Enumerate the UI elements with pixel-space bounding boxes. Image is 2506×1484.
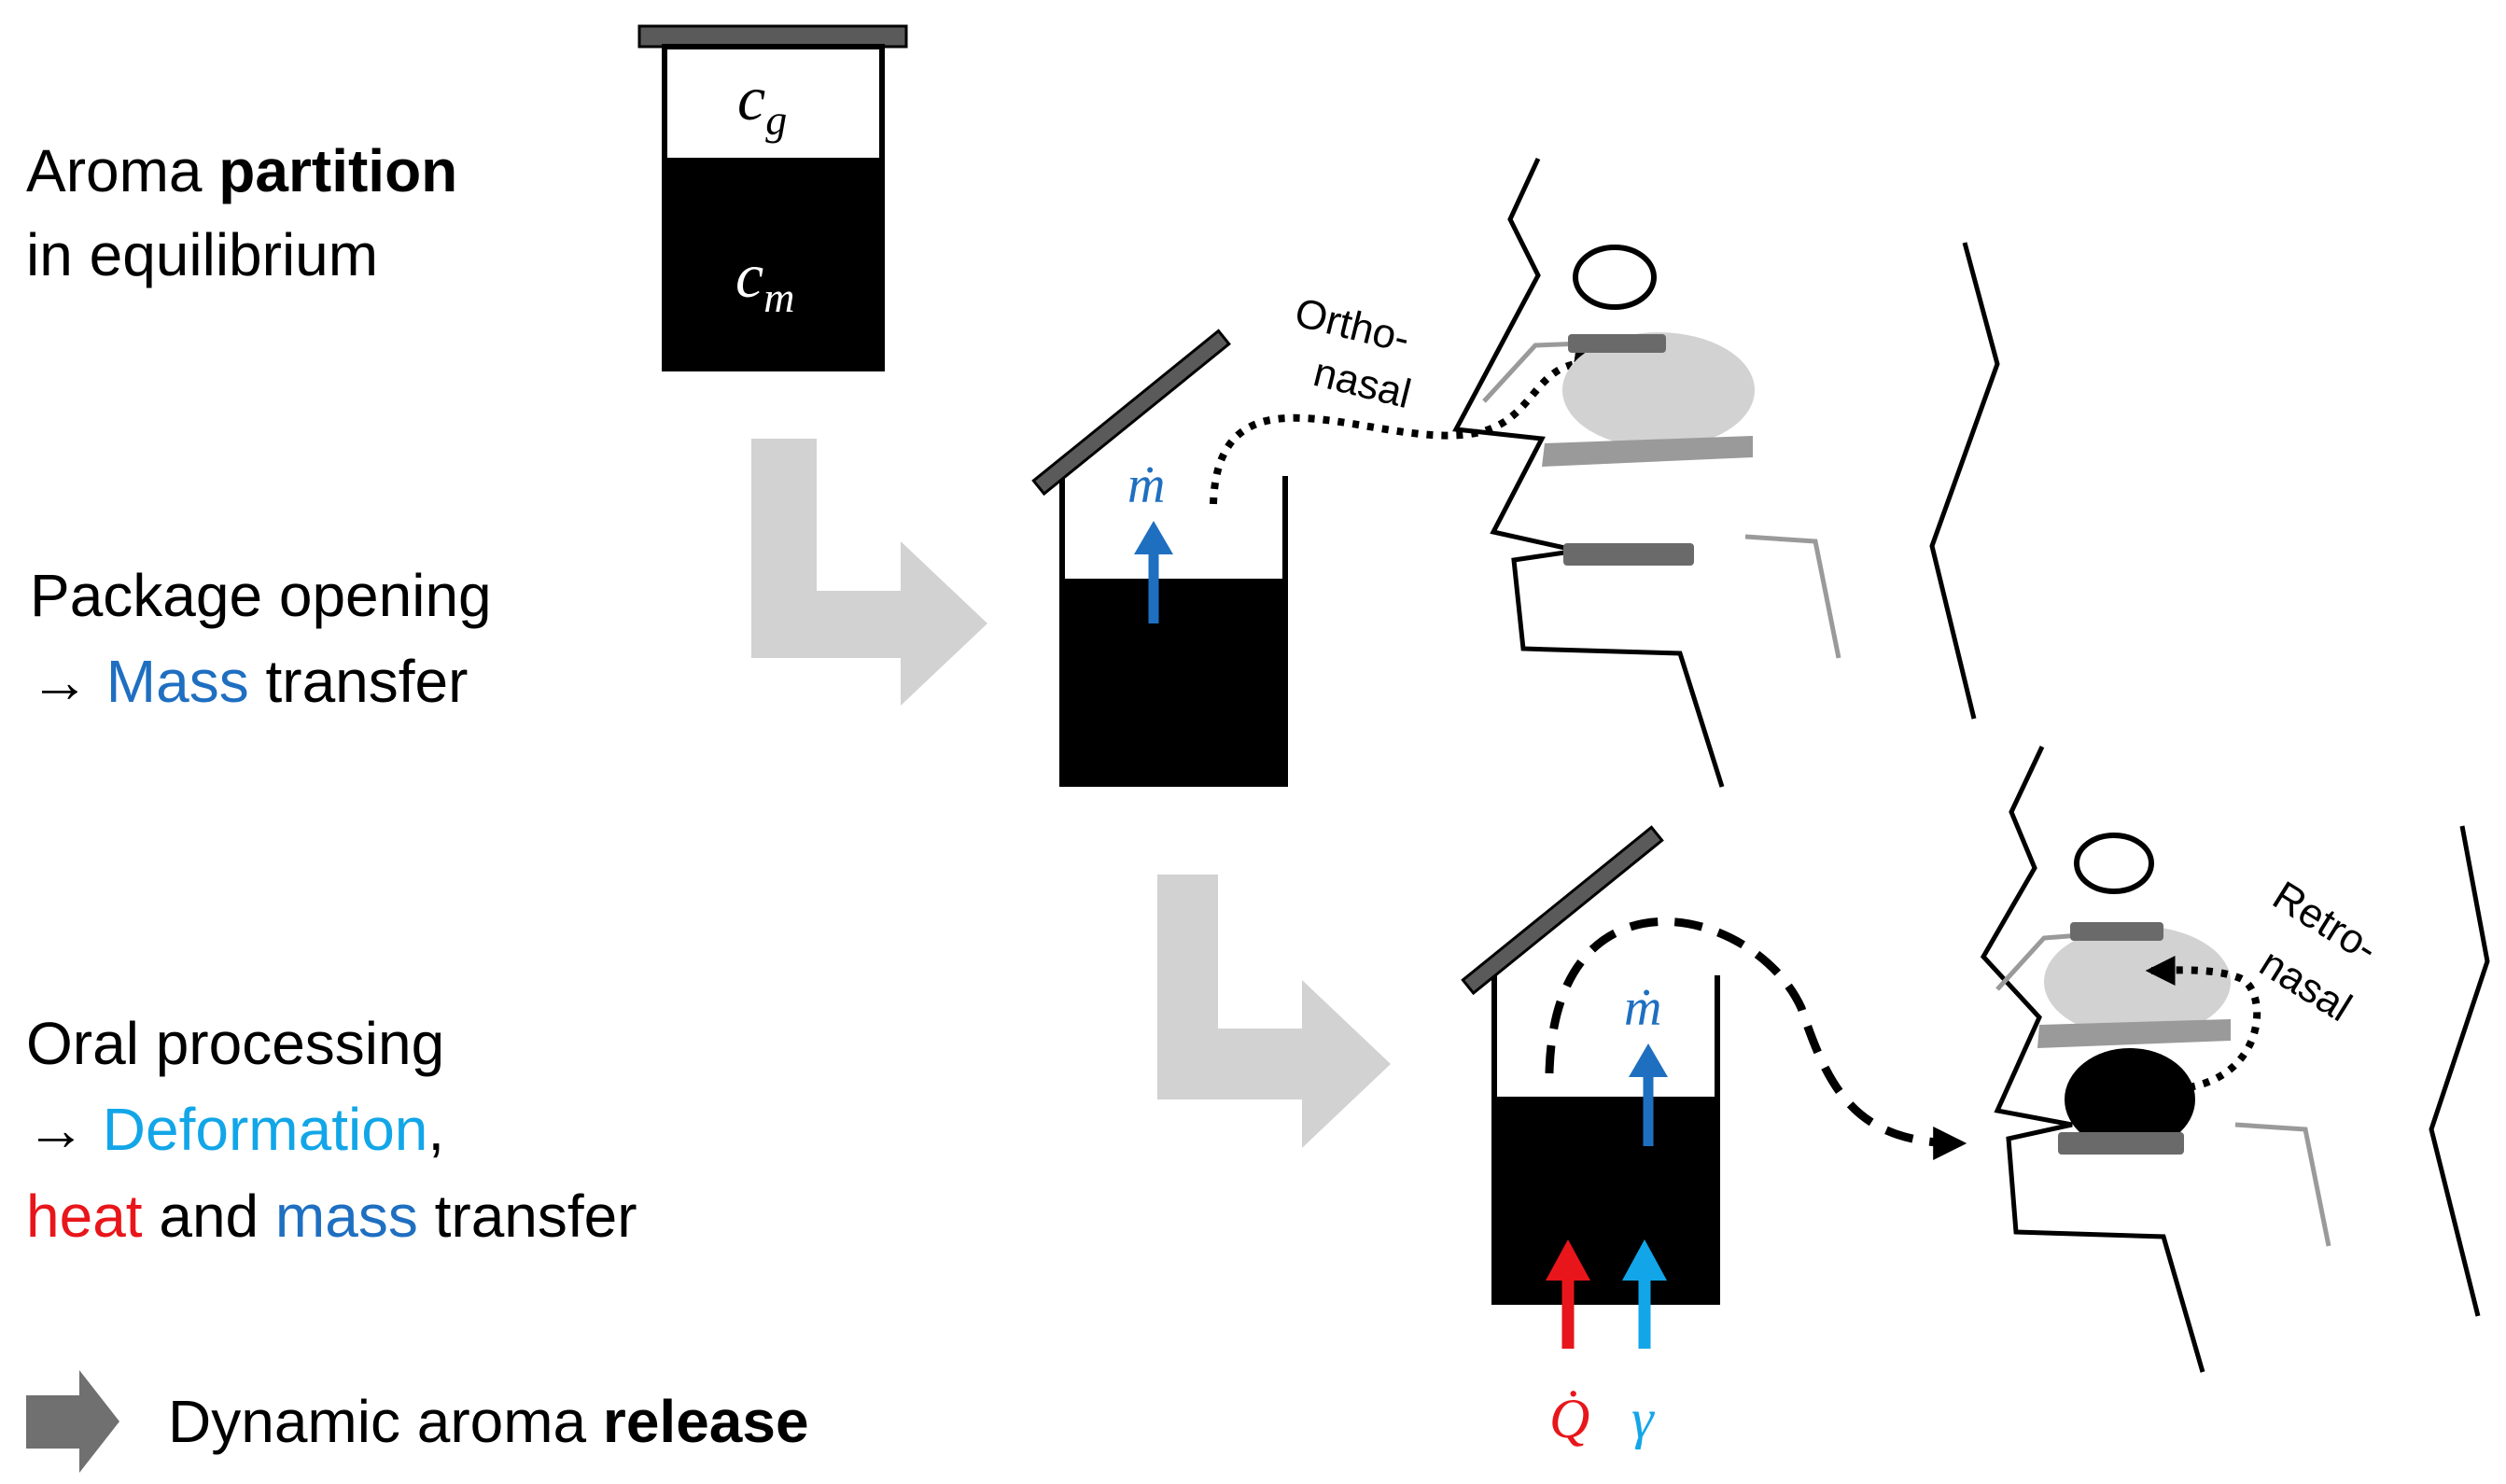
jaw-bar-2 [2058, 1132, 2184, 1155]
orthonasal-path [1210, 345, 1604, 505]
retronasal-path [2145, 955, 2261, 1091]
opening-label-line1: Package opening [30, 562, 492, 629]
opened-package-lid [1031, 329, 1231, 497]
throat-line-2 [2234, 1122, 2331, 1247]
opening-label-line2: → Mass transfer [30, 648, 468, 715]
palate-1 [1542, 436, 1753, 467]
back-of-head-2 [2429, 825, 2490, 1317]
head-profile-retronasal [1980, 745, 2490, 1373]
face-profile-2 [1980, 745, 2205, 1373]
nasal-cavity-1 [1562, 332, 1755, 448]
orthonasal-label-line1: Ortho- [1291, 289, 1415, 362]
oral-label-line3: heat and mass transfer [26, 1183, 637, 1250]
step-arrow-2-icon [1157, 875, 1391, 1148]
mass-flux-arrowhead-2-icon [1629, 1043, 1668, 1077]
heat-flux-arrowhead-icon [1546, 1239, 1590, 1281]
step-arrow-1-icon [751, 439, 987, 706]
qdot-symbol: Q̇ [1549, 1388, 1589, 1449]
closed-package-matrix [662, 159, 885, 371]
chewing-package: ṁ Q̇ γ [1461, 825, 1720, 1449]
oral-label-line2: → Deformation, [26, 1096, 444, 1163]
chewing-package-matrix [1491, 1097, 1720, 1305]
nasal-bone-upper-2 [2070, 922, 2163, 941]
cm-symbol: cm [735, 240, 794, 321]
jaw-bar-1 [1563, 543, 1694, 566]
mdot-symbol-top: ṁ [1127, 456, 1165, 514]
oral-label-line1: Oral processing [26, 1010, 444, 1077]
gamma-symbol: γ [1631, 1388, 1655, 1449]
mouth-transfer-path [1545, 917, 1967, 1160]
closed-package: cg cm [637, 24, 908, 371]
throat-line-1 [1744, 534, 1841, 659]
legend-arrow-icon [26, 1370, 119, 1473]
mdot-symbol-bottom: ṁ [1624, 979, 1661, 1037]
deformation-arrowhead-icon [1622, 1239, 1667, 1281]
opened-package-matrix [1059, 579, 1288, 787]
palate-2 [2037, 1019, 2231, 1048]
mass-flux-arrowhead-icon [1134, 521, 1173, 554]
partition-label-line1: Aroma partition [26, 137, 457, 204]
chewing-package-lid [1461, 825, 1664, 996]
nasal-cavity-2 [2044, 926, 2231, 1038]
food-bolus [2065, 1048, 2195, 1151]
legend-label: Dynamic aroma release [168, 1388, 809, 1455]
back-of-head-1 [1929, 242, 2000, 720]
closed-package-lid [637, 24, 908, 49]
eye-1 [1573, 245, 1657, 310]
eye-2 [2074, 833, 2154, 894]
closed-package-headspace [662, 44, 885, 163]
opened-package: ṁ [1031, 329, 1288, 787]
partition-label-line2: in equilibrium [26, 221, 378, 288]
face-profile-1 [1452, 157, 1725, 788]
nasal-bone-upper-1 [1568, 334, 1666, 353]
head-profile-orthonasal [1452, 157, 2000, 788]
cg-symbol: cg [737, 63, 787, 144]
